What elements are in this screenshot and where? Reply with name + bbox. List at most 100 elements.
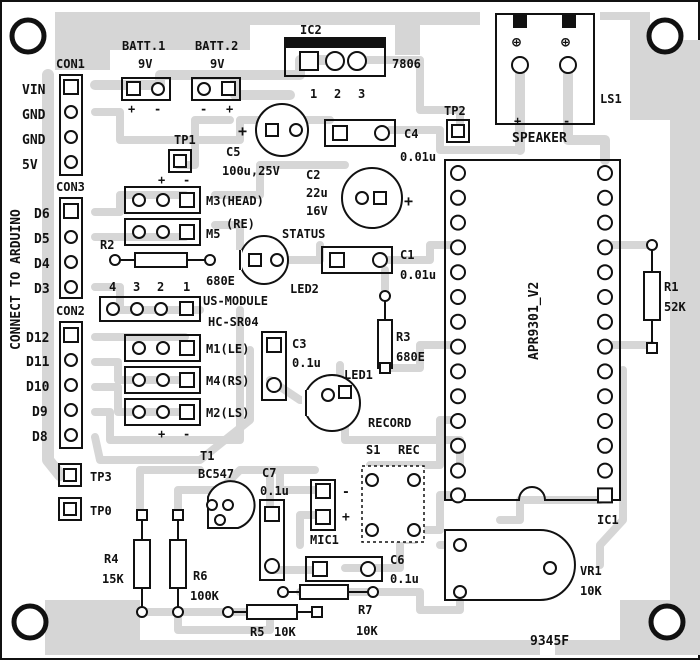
- con2-pin-d10: D10: [26, 380, 50, 395]
- m2-plus: +: [158, 427, 165, 441]
- r2-value: 680E: [206, 274, 235, 288]
- ic1-pin-left: [450, 239, 466, 256]
- con2-connector: CON2 D12 D11 D10 D9 D8: [26, 304, 85, 449]
- m2-label: M2(LS): [206, 406, 249, 420]
- ic2-label: IC2: [300, 23, 322, 37]
- ic1-part: APR9301_V2: [527, 282, 542, 360]
- t1-label: T1: [200, 449, 214, 463]
- tp2: TP2: [444, 104, 470, 143]
- m5-header: M5 (RE): [124, 217, 255, 246]
- r1-resistor: R1 52K: [643, 239, 686, 354]
- copper-traces: [42, 12, 700, 655]
- ic1-pin-right: [597, 363, 613, 380]
- mic1-minus: -: [342, 485, 350, 500]
- tp3: TP3: [58, 463, 112, 487]
- con3-label: CON3: [56, 180, 85, 194]
- mounting-holes: [9, 17, 686, 641]
- m1-label: M1(LE): [206, 342, 249, 356]
- c5-capacitor: + C5 100u,25V: [222, 103, 309, 178]
- tp1: TP1: [168, 133, 196, 173]
- r7-label: R7: [358, 603, 372, 617]
- con2-label: CON2: [56, 304, 85, 318]
- us-pin-1: 1: [183, 280, 190, 294]
- ls1-speaker: ⊕ ⊕ + - LS1 SPEAKER: [495, 13, 622, 146]
- status-label: STATUS: [282, 227, 325, 241]
- r1-value: 52K: [664, 300, 686, 314]
- mounting-hole-br: [648, 603, 686, 641]
- c1-capacitor: C1 0.01u: [321, 246, 436, 282]
- c3-capacitor: C3 0.1u: [261, 331, 321, 401]
- ic1-pin-right: [597, 338, 613, 355]
- r4-label: R4: [104, 552, 118, 566]
- con3-pin-d4: D4: [34, 257, 50, 272]
- con2-pin-d9: D9: [32, 405, 48, 420]
- m3-header: M3(HEAD) + -: [124, 173, 264, 214]
- ic2-pin2: 2: [334, 87, 341, 101]
- led2: STATUS LED2: [236, 227, 325, 296]
- mic1: - + MIC1: [310, 479, 350, 547]
- batt1-connector: BATT.1 9V + -: [121, 39, 171, 116]
- us-pin-2: 2: [157, 280, 164, 294]
- tp0-label: TP0: [90, 504, 112, 518]
- c3-label: C3: [292, 337, 306, 351]
- c4-capacitor: C4 0.01u: [324, 119, 436, 164]
- batt2-label: BATT.2: [195, 39, 238, 53]
- ic1-pin-left: [450, 363, 466, 380]
- mounting-hole-tr: [646, 17, 684, 55]
- r4-resistor: R4 15K: [102, 509, 151, 618]
- led1-label: LED1: [344, 368, 373, 382]
- ic1-pin-right: [597, 437, 613, 454]
- ic1-pin-right: [597, 487, 613, 504]
- vr1-value: 10K: [580, 584, 602, 598]
- tp2-label: TP2: [444, 104, 466, 118]
- ic1-pin-left: [450, 165, 466, 181]
- ic2-pin1: 1: [310, 87, 317, 101]
- c6-label: C6: [390, 553, 404, 567]
- r4-value: 15K: [102, 572, 124, 586]
- con1-pin-vin: VIN: [22, 83, 46, 98]
- batt1-plus: +: [128, 102, 135, 116]
- c7-value: 0.1u: [260, 484, 289, 498]
- batt2-voltage: 9V: [210, 57, 224, 71]
- c5-value: 100u,25V: [222, 164, 280, 178]
- c2-label: C2: [306, 168, 320, 182]
- m3-label: M3(HEAD): [206, 194, 264, 208]
- con1-label: CON1: [56, 57, 85, 71]
- batt1-minus: -: [154, 102, 161, 116]
- con1-pin-gnd1: GND: [22, 108, 46, 123]
- m1-header: M1(LE): [124, 334, 249, 362]
- c4-value: 0.01u: [400, 150, 436, 164]
- us-module-label: US-MODULE: [203, 294, 268, 308]
- ls1-minus: -: [563, 114, 570, 128]
- m2-minus: -: [183, 427, 190, 441]
- ic1-pin-right: [597, 289, 613, 305]
- con3-connector: CON3 D6 D5 D4 D3: [34, 180, 85, 299]
- con2-pin-d12: D12: [26, 331, 49, 346]
- c2-voltage: 16V: [306, 204, 328, 218]
- vr1-label: VR1: [580, 564, 602, 578]
- m4-label: M4(RS): [206, 374, 249, 388]
- ic1-pin-left: [450, 264, 466, 281]
- led2-label: LED2: [290, 282, 319, 296]
- ic1-pin-left: [450, 388, 466, 405]
- us-module-header: 4 3 2 1 US-MODULE HC-SR04: [99, 280, 268, 329]
- tp1-label: TP1: [174, 133, 196, 147]
- s1-label: S1: [366, 443, 380, 457]
- r7-value: 10K: [356, 624, 378, 638]
- r1-label: R1: [664, 280, 678, 294]
- c4-label: C4: [404, 127, 418, 141]
- ic1-pin-left: [450, 189, 466, 206]
- c5-plus: +: [238, 122, 247, 140]
- ic1-pin-right: [597, 413, 613, 429]
- c2-value: 22u: [306, 186, 328, 200]
- t1-transistor: T1 BC547: [198, 449, 256, 529]
- m5-label: M5: [206, 227, 220, 241]
- batt2-connector: BATT.2 9V - +: [191, 39, 241, 116]
- c7-label: C7: [262, 466, 276, 480]
- c6-capacitor: C6 0.1u: [305, 553, 419, 586]
- r5-label: R5: [250, 625, 264, 639]
- batt2-plus: +: [226, 102, 233, 116]
- tp3-label: TP3: [90, 470, 112, 484]
- batt2-minus: -: [200, 102, 207, 116]
- c3-value: 0.1u: [292, 356, 321, 370]
